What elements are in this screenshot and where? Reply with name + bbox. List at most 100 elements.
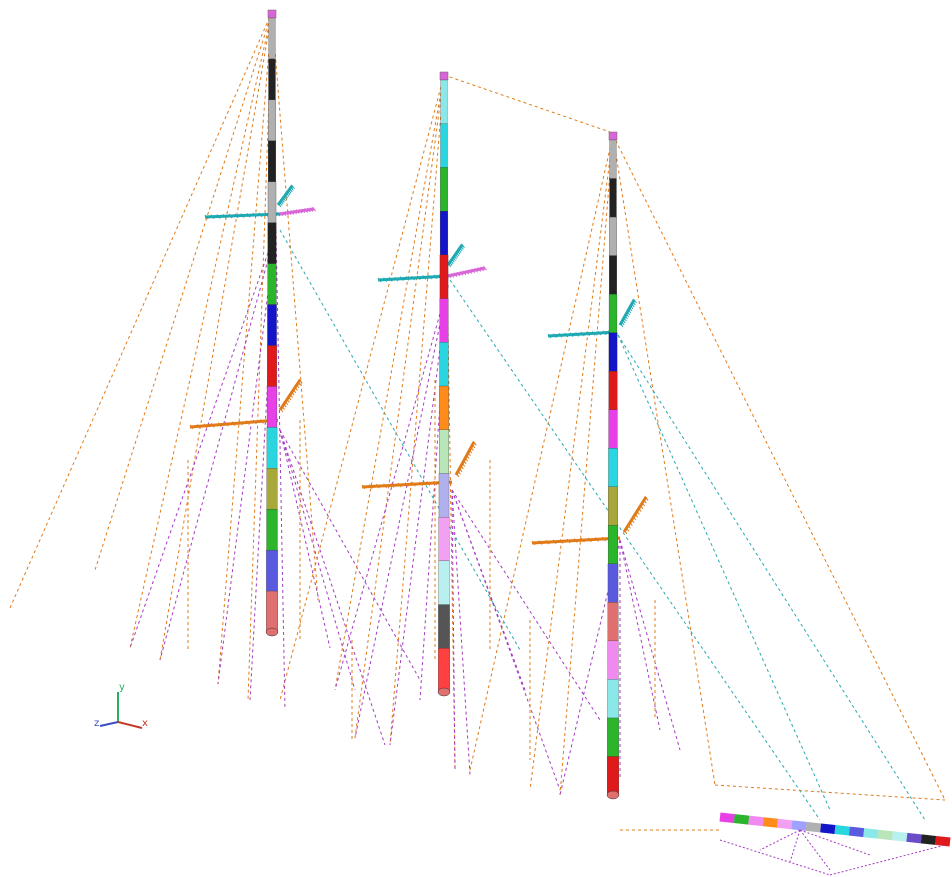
main-mast-segment [438, 604, 450, 649]
fore-lower-yard-detail [238, 420, 243, 426]
fore-lower-yard-brace-detail [285, 398, 290, 403]
fore-upper-yard-detail [210, 214, 215, 220]
main-upper-yard-brace-detail [450, 257, 455, 263]
main-lower-yard-brace-detail [471, 443, 476, 449]
boom-segment [848, 826, 865, 838]
x-axis-line [117, 721, 143, 729]
mizzen-mast-segment [607, 756, 619, 796]
fore-upper-yard-detail [276, 211, 281, 217]
main-upper-yard-detail [394, 276, 399, 282]
mizzen-lower-yard-brace-detail [639, 504, 644, 510]
z-axis-label: z [94, 718, 99, 729]
fore-upper-yard-arm-detail [304, 208, 308, 213]
boom-segment [791, 820, 807, 831]
fore-upper-yard-arm-detail [290, 210, 295, 215]
fore-shroud [275, 229, 286, 711]
fore-lower-yard-brace-detail [295, 383, 300, 389]
y-axis-label: y [119, 682, 125, 693]
main-mast-segment [439, 429, 449, 475]
main-lower-yard-brace-detail [469, 446, 474, 451]
fore-upper-yard-brace-detail [279, 199, 284, 205]
boom-rigging [759, 829, 801, 851]
boom-segment [877, 829, 893, 841]
main-mast-segment [438, 473, 450, 518]
fore-mast-segment [266, 590, 278, 633]
fore-upper-yard-brace-detail [291, 184, 295, 190]
mizzen-lower-yard-brace-detail [637, 507, 642, 512]
main-mast-segment [438, 648, 450, 693]
x-axis-label: x [142, 718, 148, 729]
main-lower-yard-detail [390, 483, 395, 488]
fore-mast-segment [268, 140, 276, 183]
fore-shroud [159, 229, 277, 661]
boom-segment [777, 818, 793, 830]
fore-lower-yard-detail [224, 421, 229, 427]
mizzen-lower-yard-detail [552, 539, 557, 545]
main-upper-yard-arm-detail [459, 271, 464, 276]
main-mast-head [439, 71, 449, 81]
mizzen-upper-yard-brace-detail [628, 306, 633, 312]
main-upper-yard-arm-detail [462, 270, 467, 276]
fore-upper-yard-brace-detail [284, 193, 289, 199]
mizzen-lower-yard-brace-detail [641, 501, 645, 507]
mizzen-lower-yard-brace-detail [634, 512, 638, 518]
z-axis-line [99, 721, 119, 727]
fore-upper-yard-arm-detail [293, 209, 298, 215]
fore-backstay [94, 11, 273, 571]
fore-upper-yard-detail [264, 212, 269, 217]
main-lower-yard-detail [361, 484, 366, 490]
fore-upper-yard-detail [222, 213, 227, 219]
fore-lower-yard-brace-detail [287, 395, 292, 401]
main-mast-segment [439, 385, 449, 431]
boom-rigging [829, 844, 946, 876]
main-mast-segment [439, 210, 449, 256]
mizzen-upper-yard-brace-detail [621, 318, 626, 324]
fore-lower-yard-brace-detail [281, 405, 286, 410]
mizzen-mast-segment [607, 602, 619, 642]
fore-lower-shroud [279, 429, 386, 746]
main-lower-yard-detail [368, 484, 373, 489]
main-forestay [449, 279, 821, 821]
mizzen-mast [606, 131, 620, 800]
main-upper-yard-brace-detail [449, 259, 454, 265]
fore-backstay [9, 11, 273, 609]
main-lower-yard-detail [411, 481, 416, 487]
fore-lower-yard-brace-detail [292, 388, 297, 394]
fore-lower-yard-detail [259, 419, 264, 424]
main-mast-segment [440, 123, 448, 169]
fore-lower-shroud [279, 429, 356, 691]
mizzen-upper-yard-detail [580, 331, 585, 337]
mizzen-upper-yard-detail [564, 332, 568, 338]
bowsprit-boom [719, 812, 951, 876]
mizzen-backstay [559, 134, 614, 796]
mizzen-lower-yard-detail [531, 540, 536, 546]
mizzen-mast-head [608, 131, 618, 141]
mizzen-upper-yard-detail [575, 332, 579, 337]
fore-lower-yard-detail [196, 424, 201, 429]
fore-upper-yard-arm-detail [309, 207, 314, 212]
boom-segment [805, 821, 822, 833]
main-lower-yard-brace-detail [455, 472, 460, 478]
fore-mast-segment [267, 263, 277, 306]
fore-mast-base [265, 627, 279, 637]
boom-segment [719, 812, 735, 824]
main-lower-yard-brace-detail [468, 448, 473, 454]
fore-lower-yard-detail [217, 422, 222, 428]
fore-lower-yard-detail [245, 420, 250, 425]
fore-upper-yard-arm-detail [301, 208, 306, 214]
main-lower-yard-detail [404, 482, 409, 487]
main-upper-yard-brace-detail [454, 253, 459, 258]
fore-upper-yard-detail [252, 212, 257, 218]
mizzen-lower-yard-brace-detail [635, 510, 640, 515]
main-shroud [334, 284, 449, 691]
mizzen-forestay-cyan [617, 334, 831, 811]
main-lower-yard-brace-detail [457, 470, 461, 475]
mizzen-mast-segment [607, 717, 619, 758]
main-shroud [354, 284, 449, 739]
mizzen-upper-yard-brace-detail [624, 314, 628, 320]
mizzen-upper-yard-detail [597, 330, 602, 336]
main-upper-yard-detail [422, 275, 427, 280]
fore-mast-segment [267, 222, 277, 265]
mizzen-lower-yard-detail [566, 538, 571, 544]
